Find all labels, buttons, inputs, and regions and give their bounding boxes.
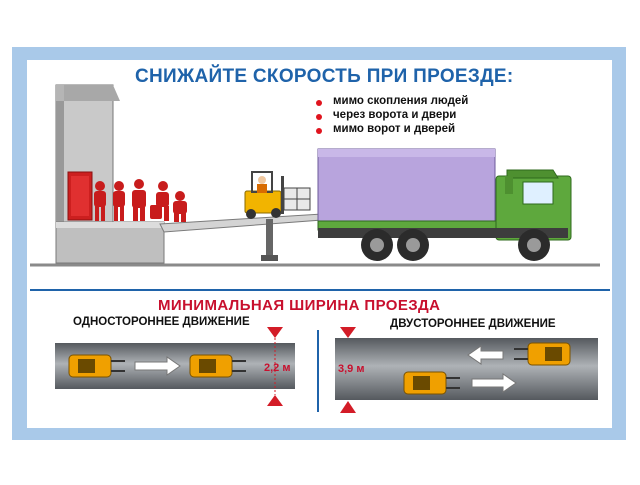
worker-figure bbox=[173, 191, 187, 222]
truck-window bbox=[522, 181, 554, 205]
one-way-road bbox=[55, 327, 295, 406]
forklift-top bbox=[244, 171, 311, 219]
truck-wheel bbox=[361, 229, 393, 261]
poster-title: СНИЖАЙТЕ СКОРОСТЬ ПРИ ПРОЕЗДЕ: bbox=[135, 66, 514, 87]
one-way-label: ОДНОСТОРОННЕЕ ДВИЖЕНИЕ bbox=[73, 316, 250, 328]
truck-wheel bbox=[518, 229, 550, 261]
direction-arrow bbox=[467, 345, 504, 365]
two-way-road bbox=[335, 327, 598, 413]
truck bbox=[317, 148, 572, 261]
bullet-item: мимо ворот и дверей bbox=[333, 123, 456, 135]
forklift-icon bbox=[403, 371, 460, 395]
truck-wheel bbox=[397, 229, 429, 261]
bullet-dot bbox=[316, 100, 322, 106]
two-way-label: ДВУСТОРОННЕЕ ДВИЖЕНИЕ bbox=[390, 318, 556, 330]
truck-cargo-tarp bbox=[317, 148, 496, 222]
forklift-icon bbox=[68, 354, 125, 378]
bullet-dot bbox=[316, 114, 322, 120]
two-way-width-value: 3,9 м bbox=[338, 363, 365, 375]
bullet-item: мимо скопления людей bbox=[333, 95, 469, 107]
worker-figure bbox=[113, 181, 125, 221]
forklift-icon bbox=[189, 354, 246, 378]
worker-figure bbox=[132, 179, 146, 221]
one-way-width-value: 2,2 м bbox=[264, 362, 291, 374]
section-title: МИНИМАЛЬНАЯ ШИРИНА ПРОЕЗДА bbox=[158, 297, 441, 314]
direction-arrow bbox=[471, 373, 517, 393]
worker-figure bbox=[94, 181, 106, 221]
bullet-dot bbox=[316, 128, 322, 134]
bullet-item: через ворота и двери bbox=[333, 109, 457, 121]
worker-figure bbox=[150, 181, 169, 221]
forklift-icon bbox=[514, 342, 571, 366]
workers-group bbox=[94, 179, 187, 222]
width-marker bbox=[267, 327, 283, 406]
loading-dock bbox=[55, 213, 323, 264]
ramp-support bbox=[266, 219, 273, 259]
width-marker bbox=[340, 327, 356, 413]
direction-arrow bbox=[134, 356, 181, 376]
